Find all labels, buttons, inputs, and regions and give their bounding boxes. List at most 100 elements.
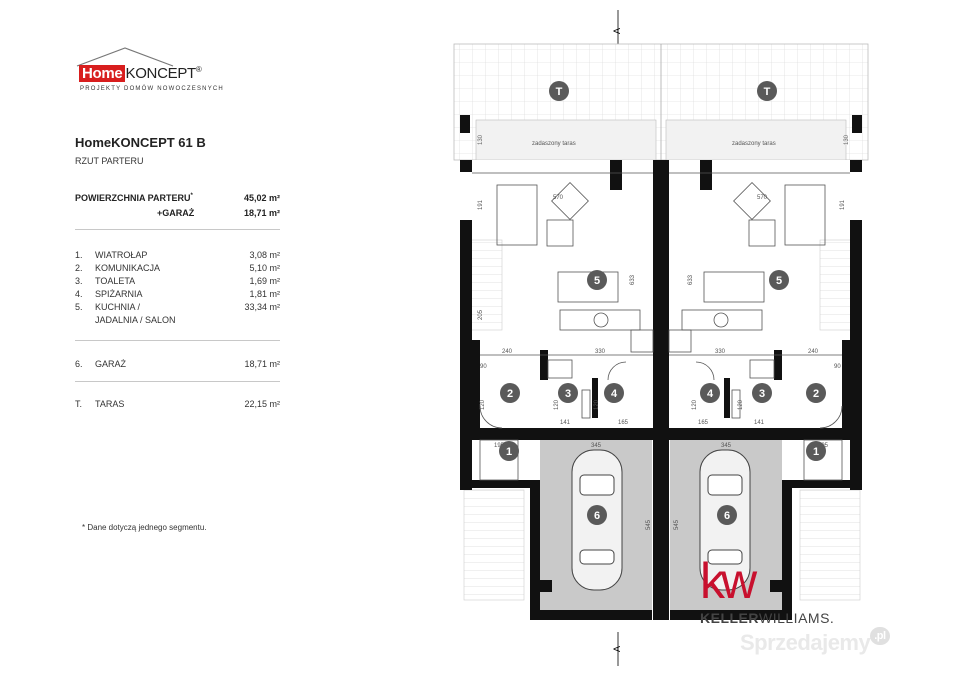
logo-koncept: KONCEPT bbox=[125, 65, 196, 82]
area-floor-value: 45,02 m² bbox=[243, 193, 280, 203]
dim-label: 141 bbox=[560, 420, 571, 426]
list-item: 6.GARAŻ bbox=[75, 359, 127, 369]
dim-label: 633 bbox=[630, 274, 636, 285]
room-name-cont: JADALNIA / SALON bbox=[95, 315, 176, 325]
list-item: 5.KUCHNIA / bbox=[75, 302, 141, 312]
dim-label: 205 bbox=[478, 309, 484, 320]
section-mark-bottom: A bbox=[612, 646, 622, 652]
area-floor-label: POWIERZCHNIA PARTERU* bbox=[75, 193, 193, 203]
dim-label: 120 bbox=[554, 399, 560, 410]
room-value: 1,69 m² bbox=[249, 276, 280, 286]
divider bbox=[75, 381, 280, 382]
dim-label: 90 bbox=[834, 364, 841, 370]
kw-brand: KELLERWILLIAMS. bbox=[700, 610, 835, 626]
logo-reg: ® bbox=[195, 65, 202, 74]
terrace-label: zadaszony taras bbox=[532, 141, 576, 147]
badge-room-6: 6 bbox=[587, 505, 607, 525]
area-garage-value: 18,71 m² bbox=[243, 208, 280, 218]
walls bbox=[460, 115, 862, 620]
badge-terrace: T bbox=[549, 81, 569, 101]
badge-terrace: T bbox=[757, 81, 777, 101]
room-value: 5,10 m² bbox=[249, 263, 280, 273]
floor-plan: A A zadaszony taras zadaszony taras 130 … bbox=[453, 10, 869, 666]
entrance-steps bbox=[463, 489, 525, 601]
dim-label: 120 bbox=[594, 399, 600, 410]
svg-text:T: T bbox=[556, 86, 563, 98]
room-value: 1,81 m² bbox=[249, 289, 280, 299]
room-value: 18,71 m² bbox=[244, 359, 280, 369]
svg-text:5: 5 bbox=[594, 275, 600, 287]
dim-label: 570 bbox=[757, 195, 768, 201]
badge-room-2: 2 bbox=[500, 383, 520, 403]
page-subtitle: RZUT PARTERU bbox=[75, 156, 144, 166]
dim-label: 120 bbox=[692, 399, 698, 410]
dim-label: 633 bbox=[688, 274, 694, 285]
badge-room-4: 4 bbox=[604, 383, 624, 403]
logo-tagline: PROJEKTY DOMÓW NOWOCZESNYCH bbox=[80, 86, 224, 92]
section-mark-top: A bbox=[612, 28, 622, 34]
dim-label: 240 bbox=[808, 349, 819, 355]
dim-label: 570 bbox=[553, 195, 564, 201]
list-item: 1.WIATROŁAP bbox=[75, 250, 148, 260]
covered-terrace bbox=[475, 119, 657, 161]
dim-label: 240 bbox=[502, 349, 513, 355]
badge-room-3: 3 bbox=[752, 383, 772, 403]
badge-room-2: 2 bbox=[806, 383, 826, 403]
dim-label: 545 bbox=[646, 519, 652, 530]
dim-label: 191 bbox=[478, 199, 484, 210]
svg-text:1: 1 bbox=[813, 446, 819, 458]
list-item: 3.TOALETA bbox=[75, 276, 136, 286]
logo-home: Home bbox=[79, 65, 126, 82]
dim-label: 130 bbox=[844, 134, 850, 145]
svg-text:6: 6 bbox=[594, 510, 600, 522]
room-value: 22,15 m² bbox=[244, 399, 280, 409]
dim-label: 130 bbox=[478, 134, 484, 145]
dim-label: 345 bbox=[721, 443, 732, 449]
badge-room-1: 1 bbox=[499, 441, 519, 461]
svg-text:4: 4 bbox=[707, 388, 714, 400]
dim-label: 165 bbox=[698, 420, 709, 426]
divider bbox=[75, 229, 280, 230]
badge-room-3: 3 bbox=[558, 383, 578, 403]
watermark-suffix: .pl bbox=[870, 627, 890, 645]
entrance-steps bbox=[799, 489, 861, 601]
list-item: 2.KOMUNIKACJA bbox=[75, 263, 161, 273]
list-item: 4.SPIŻARNIA bbox=[75, 289, 143, 299]
terrace-label: zadaszony taras bbox=[732, 141, 776, 147]
list-item: T.TARAS bbox=[75, 399, 125, 409]
svg-text:5: 5 bbox=[776, 275, 782, 287]
sprzedajemy-watermark: Sprzedajemy.pl bbox=[740, 627, 890, 656]
svg-text:3: 3 bbox=[759, 388, 765, 400]
covered-terrace bbox=[665, 119, 847, 161]
svg-text:2: 2 bbox=[813, 388, 819, 400]
dim-label: 90 bbox=[480, 364, 487, 370]
divider bbox=[75, 340, 280, 341]
dim-label: 545 bbox=[674, 519, 680, 530]
room-value: 3,08 m² bbox=[249, 250, 280, 260]
svg-text:3: 3 bbox=[565, 388, 571, 400]
badge-room-6: 6 bbox=[717, 505, 737, 525]
kw-letters: kw bbox=[700, 553, 757, 609]
svg-text:2: 2 bbox=[507, 388, 513, 400]
dim-label: 330 bbox=[595, 349, 606, 355]
area-asterisk: * bbox=[190, 193, 193, 199]
dim-label: 195 bbox=[494, 443, 505, 449]
svg-text:4: 4 bbox=[611, 388, 618, 400]
roof-icon bbox=[76, 47, 174, 67]
dim-label: 330 bbox=[715, 349, 726, 355]
svg-text:1: 1 bbox=[506, 446, 512, 458]
badge-room-1: 1 bbox=[806, 441, 826, 461]
dim-label: 141 bbox=[754, 420, 765, 426]
page-title: HomeKONCEPT 61 B bbox=[75, 135, 206, 150]
badge-room-5: 5 bbox=[587, 270, 607, 290]
dim-label: 345 bbox=[591, 443, 602, 449]
footnote: * Dane dotyczą jednego segmentu. bbox=[82, 523, 207, 532]
svg-text:6: 6 bbox=[724, 510, 730, 522]
dim-label: 120 bbox=[738, 399, 744, 410]
svg-text:T: T bbox=[764, 86, 771, 98]
badge-room-4: 4 bbox=[700, 383, 720, 403]
area-garage-label: +GARAŻ bbox=[157, 208, 195, 218]
room-value: 33,34 m² bbox=[244, 302, 280, 312]
